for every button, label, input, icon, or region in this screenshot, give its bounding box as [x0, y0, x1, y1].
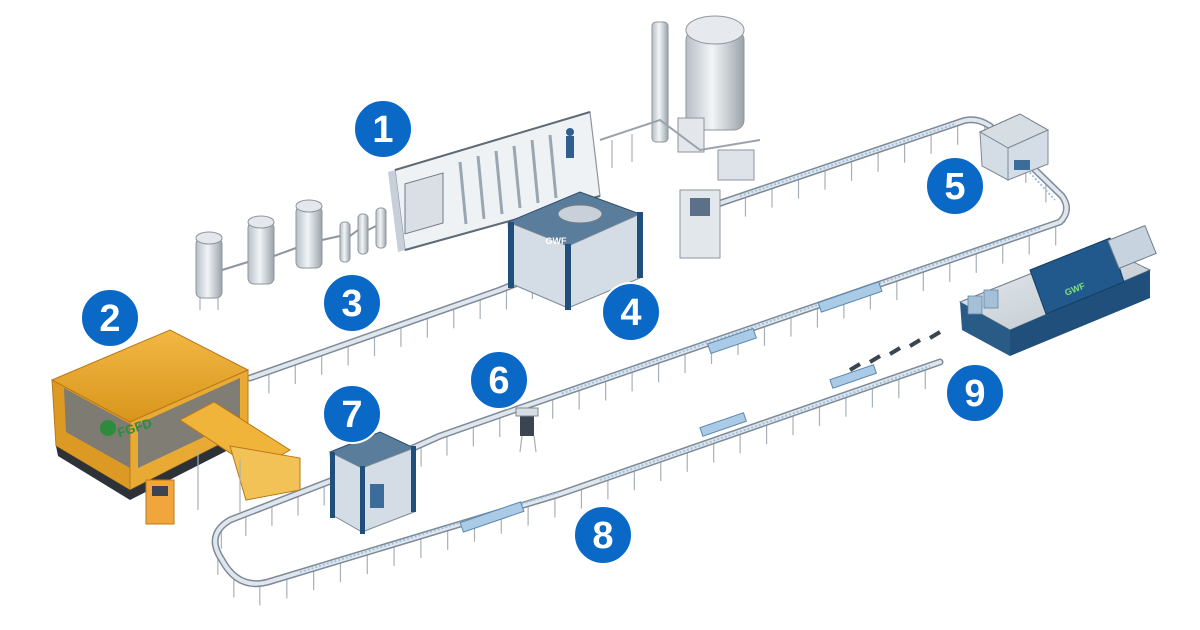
storage-tanks — [599, 15, 761, 181]
marker-2: 2 — [80, 288, 140, 348]
marker-6: 6 — [469, 350, 529, 410]
marker-3-number: 3 — [341, 283, 362, 325]
second-filling-machine — [328, 431, 416, 534]
shrink-wrapping-machine: GWF — [848, 224, 1157, 372]
marker-4: 4 — [601, 282, 661, 342]
marker-8-number: 8 — [592, 515, 613, 557]
marker-2-number: 2 — [99, 298, 120, 340]
marker-5: 5 — [925, 156, 985, 216]
labeling-machine — [978, 113, 1050, 181]
marker-3: 3 — [322, 273, 382, 333]
filler-logo-text: GWF — [546, 236, 567, 246]
bottle-inspection-station — [515, 407, 539, 453]
water-treatment-tanks — [195, 199, 387, 310]
marker-8: 8 — [573, 505, 633, 565]
filler-logo: GWF — [546, 236, 567, 246]
marker-5-number: 5 — [944, 166, 965, 208]
marker-7-number: 7 — [341, 394, 362, 436]
ro-water-system — [388, 111, 601, 252]
blow-molding-machine: FGFD — [50, 329, 301, 525]
marker-9-number: 9 — [964, 373, 985, 415]
step-markers: 1 2 3 4 5 6 7 8 — [80, 99, 1005, 565]
marker-6-number: 6 — [488, 360, 509, 402]
marker-1-number: 1 — [372, 109, 393, 151]
marker-7: 7 — [322, 384, 382, 444]
marker-1: 1 — [353, 99, 413, 159]
marker-4-number: 4 — [620, 292, 641, 334]
marker-9: 9 — [945, 363, 1005, 423]
